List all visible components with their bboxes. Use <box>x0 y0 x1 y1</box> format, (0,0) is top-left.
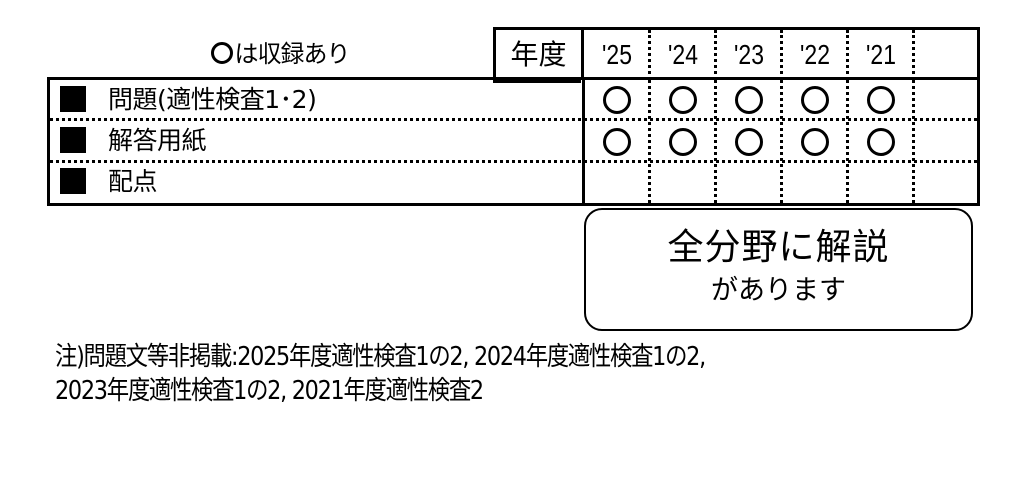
column-divider <box>912 80 915 203</box>
column-divider <box>648 80 651 203</box>
included-circle-icon <box>603 86 631 114</box>
contents-table: 問題(適性検査1･2) 解答用紙 配点 <box>47 77 980 206</box>
column-divider <box>714 30 717 80</box>
year-header-label: 年度 <box>493 27 581 83</box>
column-divider <box>780 80 783 203</box>
column-divider <box>780 30 783 80</box>
footnote: 注)問題文等非掲載:2025年度適性検査1の2, 2024年度適性検査1の2, … <box>55 340 1001 408</box>
included-circle-icon <box>735 128 763 156</box>
column-divider <box>846 80 849 203</box>
callout-subtext: があります <box>711 275 846 306</box>
row-label-text: 配点 <box>108 167 158 196</box>
row-label-text: 解答用紙 <box>108 126 207 155</box>
footnote-line-1: 注)問題文等非掲載:2025年度適性検査1の2, 2024年度適性検査1の2, <box>55 342 706 372</box>
explanation-callout: 全分野に解説 があります <box>584 208 973 331</box>
year-2025: '25 <box>602 39 632 70</box>
bullet-square-icon <box>60 127 86 153</box>
row-scoring: 配点 <box>60 162 158 202</box>
column-divider <box>714 80 717 203</box>
included-circle-icon <box>603 128 631 156</box>
label-column-divider <box>582 80 585 203</box>
row-divider <box>50 160 977 163</box>
legend-text: は収録あり <box>234 40 351 68</box>
included-circle-icon <box>735 86 763 114</box>
column-divider <box>648 30 651 80</box>
footnote-line-2: 2023年度適性検査1の2, 2021年度適性検査2 <box>55 376 484 406</box>
year-2021: '21 <box>866 39 896 70</box>
row-answer-sheet: 解答用紙 <box>60 121 207 161</box>
included-circle-icon <box>867 86 895 114</box>
included-circle-icon <box>669 86 697 114</box>
column-divider <box>912 30 915 80</box>
included-circle-icon <box>801 86 829 114</box>
bullet-square-icon <box>60 86 86 112</box>
included-circle-icon <box>867 128 895 156</box>
year-header-row: '25 '24 '23 '22 '21 <box>581 27 980 80</box>
year-2024: '24 <box>668 39 698 70</box>
included-circle-icon <box>669 128 697 156</box>
row-problems: 問題(適性検査1･2) <box>60 80 317 120</box>
circle-icon <box>210 42 233 64</box>
column-divider <box>846 30 849 80</box>
row-label-text: 問題(適性検査1･2) <box>108 85 317 114</box>
callout-heading: 全分野に解説 <box>667 227 890 268</box>
legend: は収録あり <box>150 30 410 78</box>
row-divider <box>50 118 977 121</box>
bullet-square-icon <box>60 168 86 194</box>
included-circle-icon <box>801 128 829 156</box>
year-2023: '23 <box>734 39 764 70</box>
year-2022: '22 <box>800 39 830 70</box>
